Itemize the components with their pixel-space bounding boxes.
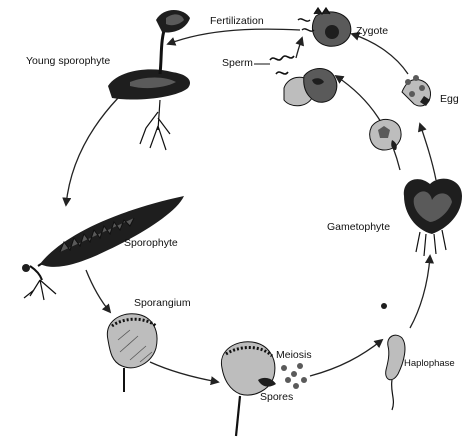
label-fertilization: Fertilization [210, 15, 264, 27]
label-egg: Egg [440, 93, 459, 105]
arrow-gametophyte-to-egg [420, 124, 436, 180]
label-spores: Spores [260, 391, 293, 403]
label-young-sporophyte: Young sporophyte [26, 55, 110, 67]
arrow-spores-to-haplophase [310, 340, 382, 376]
gametophyte-illustration [404, 179, 462, 256]
label-gametophyte: Gametophyte [327, 221, 390, 233]
arrow-egg-to-zygote [352, 34, 408, 74]
young-sporophyte-illustration [108, 10, 190, 150]
sporangium-illustration [107, 314, 157, 392]
haplophase-illustration [381, 303, 405, 410]
label-haplophase: Haplophase [404, 358, 455, 369]
arrow-sperm-to-fertilization [296, 38, 302, 58]
egg-illustration [402, 75, 431, 106]
arrow-young-sporophyte-to-sporophyte [66, 98, 118, 205]
archegonium-illustration [370, 119, 401, 150]
zygote-illustration [298, 8, 351, 46]
sperm-illustration [270, 56, 337, 106]
label-sperm: Sperm [222, 57, 253, 69]
arrow-zygote-to-young-sporophyte [168, 29, 300, 44]
label-sporangium: Sporangium [134, 297, 191, 309]
arrow-haplophase-to-gametophyte [410, 256, 430, 328]
label-meiosis: Meiosis [276, 349, 312, 361]
label-zygote: Zygote [356, 25, 388, 37]
label-sporophyte: Sporophyte [124, 237, 178, 249]
arrow-sporangium-to-spores [150, 362, 218, 382]
arrow-sporophyte-to-sporangium [86, 270, 110, 312]
